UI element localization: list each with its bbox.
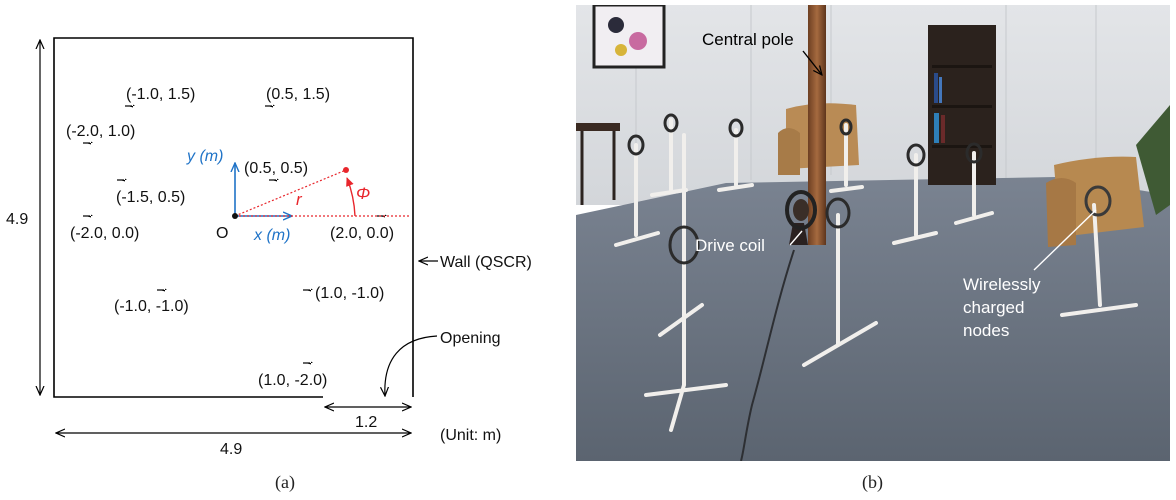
drive-coil-pointer <box>789 230 803 246</box>
coord-label: (-1.5, 0.5) <box>116 189 185 206</box>
coord-label: (1.0, -1.0) <box>315 285 384 302</box>
phi-label: Φ <box>356 184 370 203</box>
room-diagram: 4.9 4.9 1.2 (-1.0, 1.5) (0.5, 1.5) (-2.0… <box>6 37 532 458</box>
y-axis-label: y (m) <box>186 148 223 165</box>
plant <box>1136 105 1170 215</box>
central-pole <box>808 5 826 245</box>
node-markers <box>83 104 387 365</box>
coord-label: (-1.0, 1.5) <box>126 86 195 103</box>
phi-arc <box>346 177 356 217</box>
coord-label: (0.5, 1.5) <box>266 86 330 103</box>
coord-label: (2.0, 0.0) <box>330 225 394 242</box>
nodes-pointer <box>1033 209 1097 271</box>
room-photo: Central pole Drive coil Wirelessly charg… <box>576 5 1170 461</box>
side-table <box>576 123 620 131</box>
nodes-label-line: nodes <box>963 321 1009 340</box>
x-axis-label: x (m) <box>253 227 290 244</box>
drive-coil <box>785 190 817 245</box>
r-label: r <box>296 190 303 209</box>
wall-poster <box>592 5 666 69</box>
target-point <box>343 167 349 173</box>
central-pole-label: Central pole <box>702 30 794 49</box>
radius-line <box>234 169 347 217</box>
opening-width-label: 1.2 <box>355 414 377 431</box>
coord-label: (1.0, -2.0) <box>258 372 327 389</box>
armchair-right <box>1054 156 1144 237</box>
coord-label: (-1.0, -1.0) <box>114 298 189 315</box>
room-walls <box>53 37 414 398</box>
opening-pointer-arrow <box>385 335 438 396</box>
origin-point <box>232 213 238 219</box>
caption-a: (a) <box>275 472 295 492</box>
drive-coil-label: Drive coil <box>695 236 765 255</box>
node-stands <box>614 118 1138 432</box>
unit-label: (Unit: m) <box>440 427 501 444</box>
wall-label: Wall (QSCR) <box>440 254 532 271</box>
coord-label: (-2.0, 0.0) <box>70 225 139 242</box>
carpet-floor <box>576 177 1170 461</box>
coord-label: (-2.0, 1.0) <box>66 123 135 140</box>
node-coils <box>627 113 1112 265</box>
nodes-label-line: Wirelessly <box>963 275 1041 294</box>
central-pole-pointer <box>802 50 822 75</box>
opening-label: Opening <box>440 330 501 347</box>
height-label: 4.9 <box>6 211 28 228</box>
origin-label: O <box>216 225 228 242</box>
caption-b: (b) <box>862 472 883 492</box>
coord-label: (0.5, 0.5) <box>244 160 308 177</box>
nodes-label-line: charged <box>963 298 1024 317</box>
drive-cable <box>740 249 795 461</box>
width-label: 4.9 <box>220 441 242 458</box>
